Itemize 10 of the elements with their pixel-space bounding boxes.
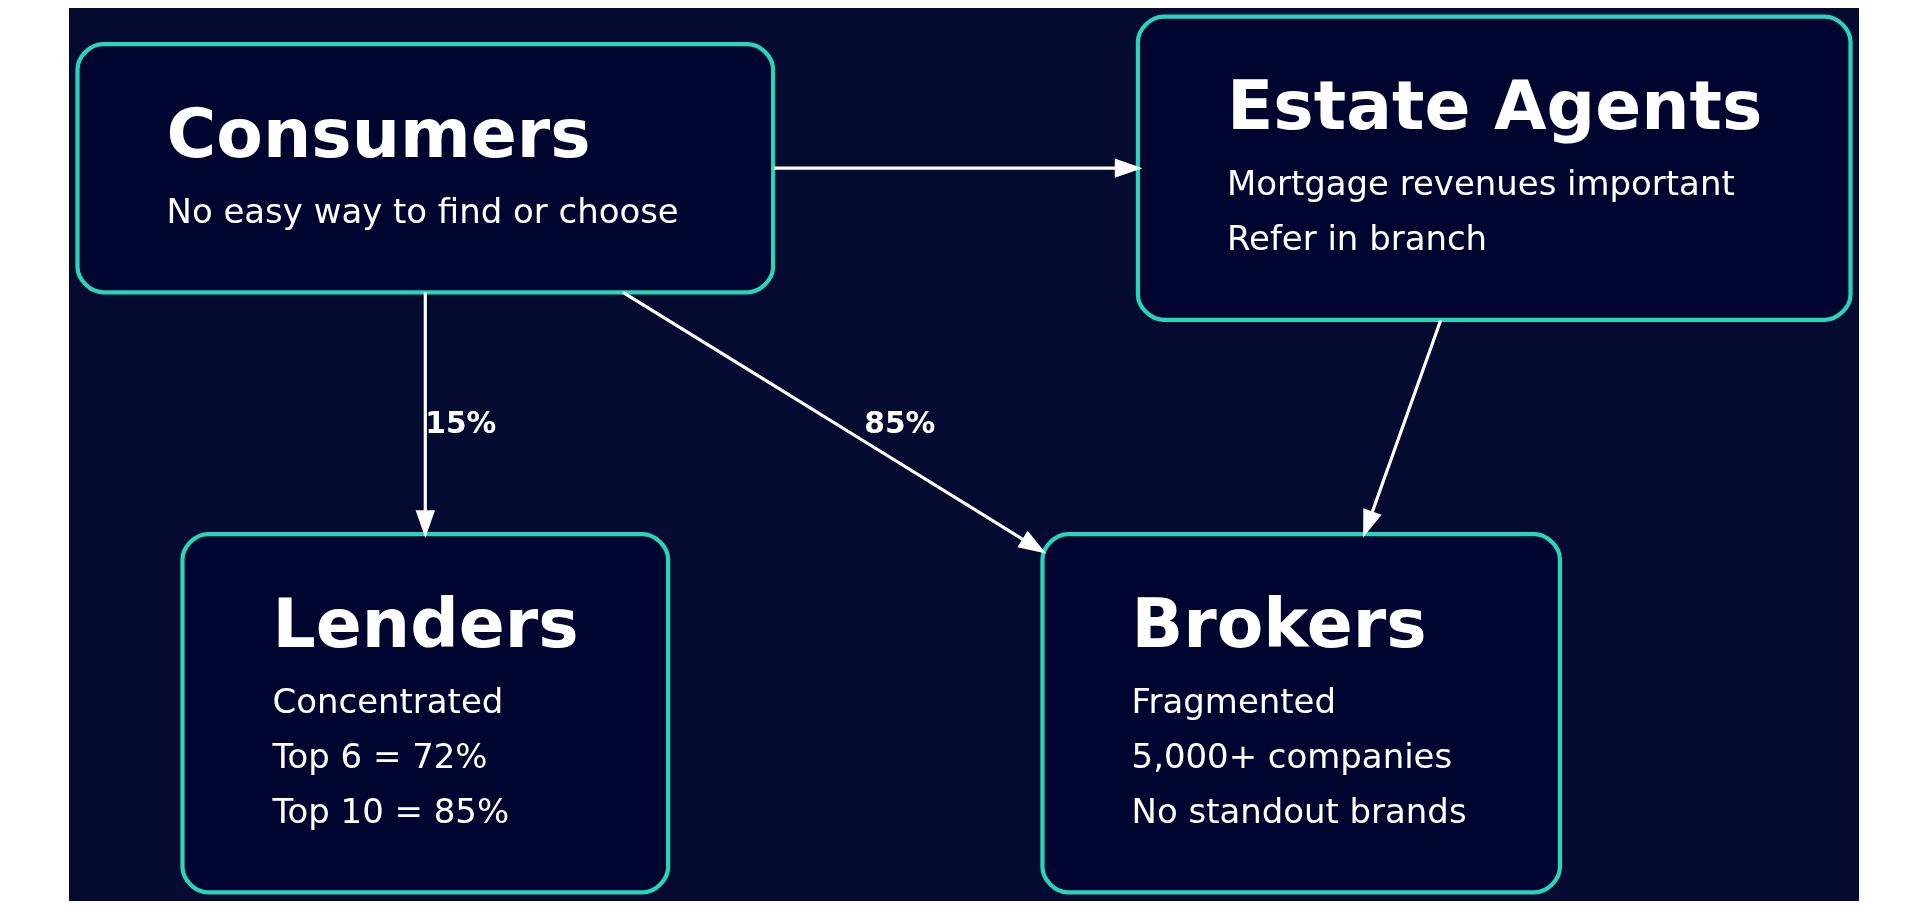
edge-label: 85% bbox=[864, 404, 936, 440]
arrow bbox=[622, 291, 1046, 554]
arrow bbox=[773, 158, 1143, 178]
node-box: Estate Agents Mortgage revenues important Refer in branch bbox=[1135, 14, 1853, 322]
node-box: Brokers Fragmented 5,000+ companies No standout brands bbox=[1040, 531, 1563, 895]
arrow bbox=[1363, 319, 1443, 538]
node-box: Lenders Concentrated Top 6 = 72% Top 10 = 85% bbox=[180, 531, 671, 895]
edge-label: 15% bbox=[425, 404, 497, 440]
node-box: Consumers No easy way to find or choose bbox=[75, 42, 776, 295]
arrow bbox=[415, 292, 435, 538]
